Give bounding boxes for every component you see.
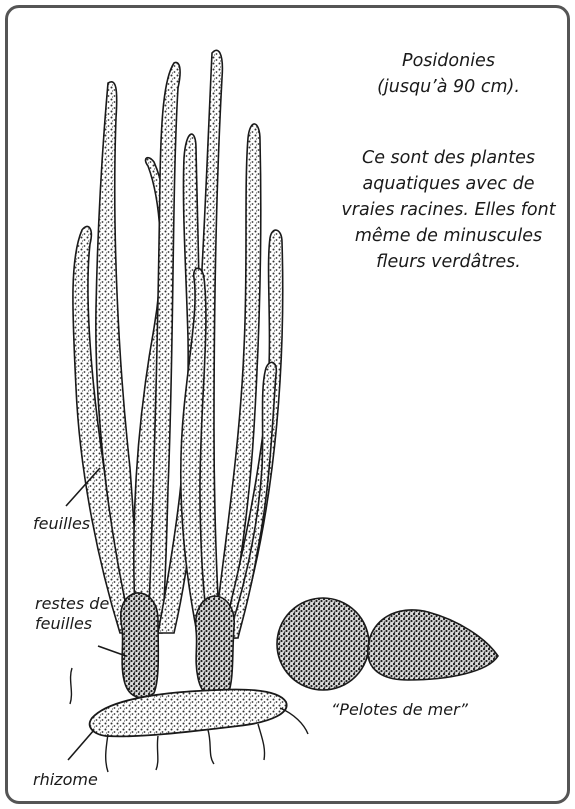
label-feuilles: feuilles (33, 514, 90, 534)
leaf-remnant-tuft-left (121, 593, 159, 698)
root (156, 736, 158, 770)
body-line-4: même de minuscules (326, 223, 570, 249)
body-line-3: vraies racines. Elles font (326, 197, 570, 223)
sea-balls-illustration (277, 598, 498, 690)
title-line-1: Posidonies (326, 48, 570, 74)
title-line-2: (jusqu’à 90 cm). (326, 74, 570, 100)
species-description: Ce sont des plantes aquatiques avec de v… (326, 145, 570, 275)
body-line-5: fleurs verdâtres. (326, 249, 570, 275)
root (208, 730, 214, 764)
rhizome-body (90, 690, 287, 737)
leaves-left-plant (73, 62, 200, 633)
figure-frame: Posidonies (jusqu’à 90 cm). Ce sont des … (5, 5, 570, 804)
root (106, 734, 108, 772)
leader-rhizome (68, 730, 94, 760)
species-title: Posidonies (jusqu’à 90 cm). (326, 48, 570, 100)
label-rhizome: rhizome (33, 770, 98, 790)
posidonia-illustration (8, 8, 570, 804)
label-restes-line-2: feuilles (35, 614, 109, 634)
leaves-right-plant (181, 50, 283, 638)
sea-ball-elongated (368, 610, 498, 680)
label-restes-line-1: restes de (35, 594, 109, 614)
label-pelotes-de-mer: “Pelotes de mer” (331, 700, 468, 720)
leaf-remnant-tuft-right (196, 596, 235, 698)
sea-ball-round (277, 598, 369, 690)
body-line-2: aquatiques avec de (326, 171, 570, 197)
body-line-1: Ce sont des plantes (326, 145, 570, 171)
root (258, 724, 265, 760)
rhizome-illustration (70, 668, 308, 772)
label-restes-de-feuilles: restes de feuilles (35, 594, 109, 634)
root (70, 668, 72, 704)
